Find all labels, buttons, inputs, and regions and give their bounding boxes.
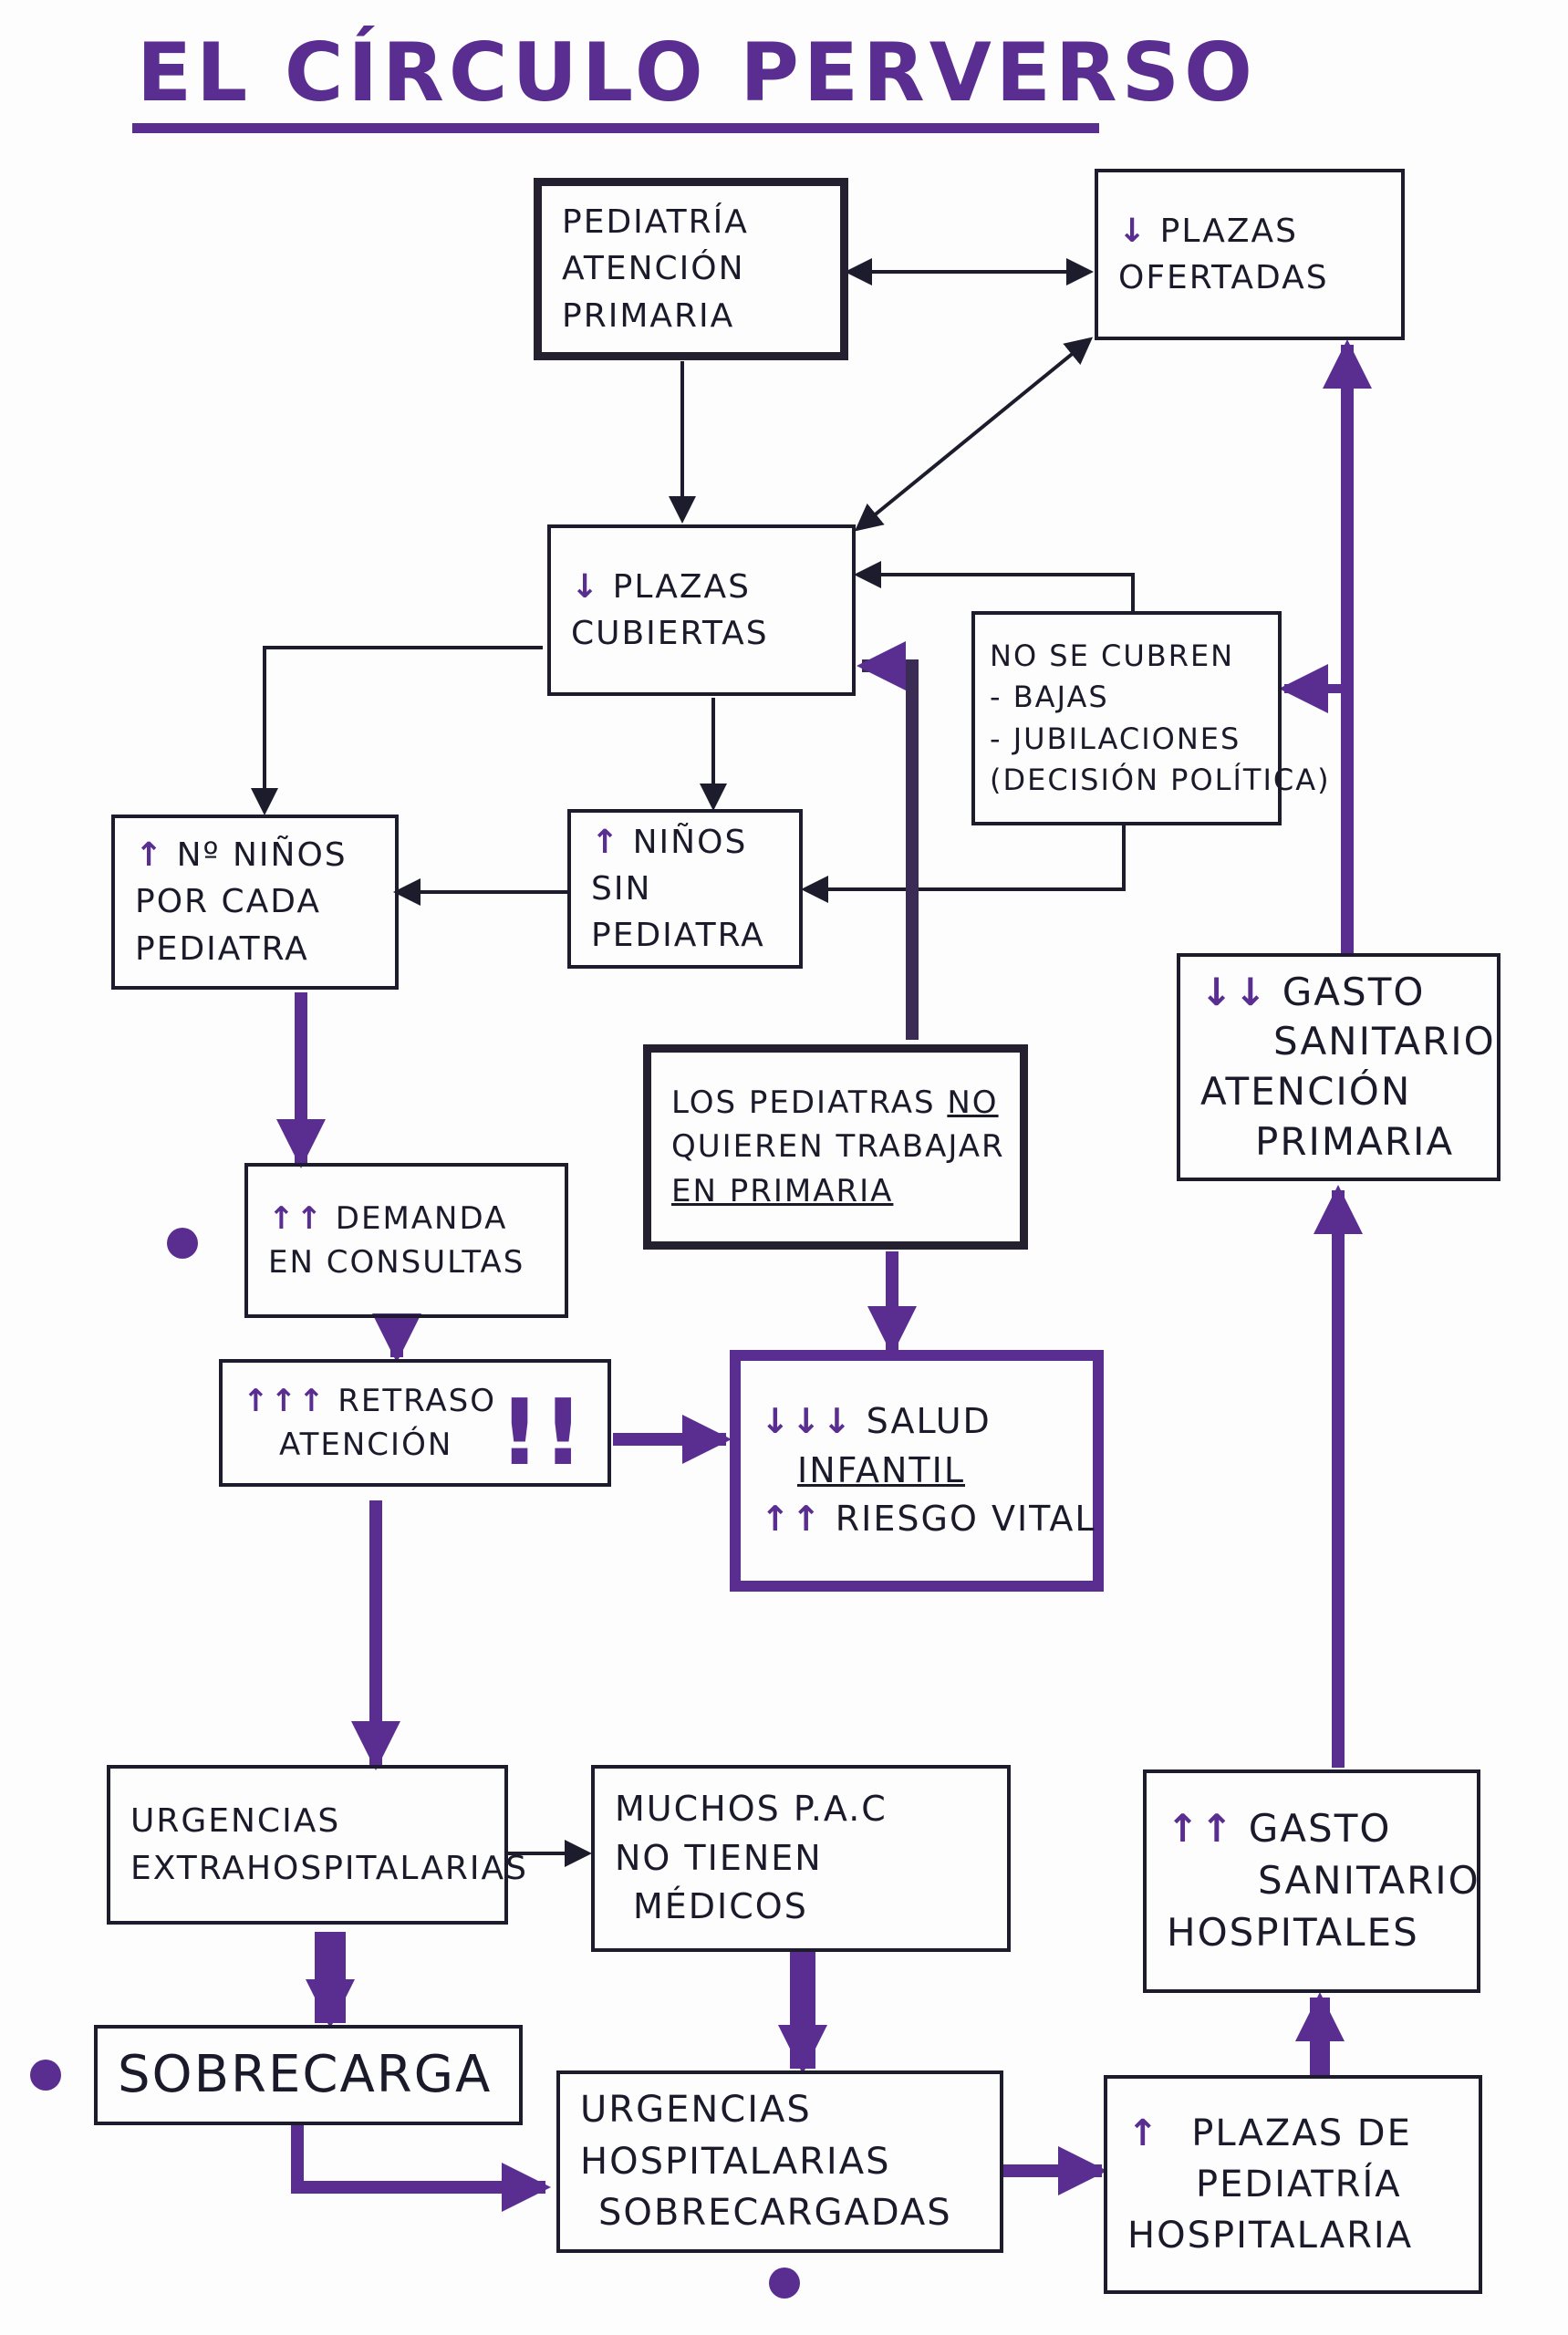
title-underline	[132, 123, 1099, 133]
node-urgencias-hospitalarias-sobrecargadas: URGENCIAS HOSPITALARIAS SOBRECARGADAS	[556, 2070, 1003, 2253]
arrow-sobrecarga-urghosp	[291, 2125, 551, 2212]
double-exclamation-icon: !!	[498, 1379, 586, 1486]
arrow-pediatrasno-cubiertas	[857, 641, 919, 1040]
node-salud-infantil-riesgo-vital: ↓↓↓ SALUD INFANTIL ↑↑ RIESGO VITAL	[730, 1350, 1104, 1592]
arrow-ofertadas-cubiertas	[854, 337, 1094, 532]
bullet-dot	[769, 2268, 800, 2299]
double-down-arrow-icon: ↓↓	[1200, 969, 1269, 1014]
arrow-nosecubren-cubiertas	[854, 561, 1135, 611]
down-arrow-icon: ↓	[571, 567, 601, 606]
bullet-dot	[30, 2060, 61, 2091]
arrow-nosecubren-ninossin	[801, 825, 1126, 903]
arrow-cubiertas-nninos	[251, 646, 543, 815]
up-arrow-icon: ↑	[135, 836, 165, 875]
double-up-arrow-icon: ↑↑	[268, 1199, 324, 1237]
node-plazas-ofertadas: ↓ PLAZAS OFERTADAS	[1095, 169, 1405, 340]
no-emphasis: NO	[947, 1084, 999, 1122]
node-retraso-atencion: ↑↑↑ RETRASO ATENCIÓN !!	[219, 1359, 611, 1487]
up-arrow-icon: ↑	[591, 823, 621, 861]
double-up-arrow-icon: ↑↑	[761, 1499, 823, 1540]
node-sobrecarga: SOBRECARGA	[94, 2025, 523, 2125]
double-up-arrow-icon: ↑↑	[1167, 1806, 1235, 1852]
node-urgencias-extrahospitalarias: URGENCIAS EXTRAHOSPITALARIAS	[107, 1765, 526, 1925]
node-gasto-sanitario-primaria: ↓↓ GASTO SANITARIO ATENCIÓN PRIMARIA	[1177, 953, 1501, 1181]
node-n-ninos-por-pediatra: ↑ Nº NIÑOS POR CADA PEDIATRA	[111, 815, 399, 990]
node-ninos-sin-pediatra: ↑ NIÑOS SIN PEDIATRA	[567, 809, 803, 969]
node-plazas-cubiertas: ↓ PLAZAS CUBIERTAS	[547, 524, 856, 696]
node-pediatria-atencion-primaria: PEDIATRÍA ATENCIÓN PRIMARIA	[534, 178, 848, 360]
node-pediatras-no-quieren: LOS PEDIATRAS NO QUIEREN TRABAJAR EN PRI…	[643, 1044, 1028, 1250]
node-no-se-cubren: NO SE CUBREN - BAJAS - JUBILACIONES (DEC…	[971, 611, 1329, 825]
diagram-title: EL CÍRCULO PERVERSO	[137, 26, 1257, 119]
down-arrow-icon: ↓	[1118, 212, 1148, 250]
bullet-dot	[167, 1228, 198, 1259]
triple-up-arrow-icon: ↑↑↑	[243, 1382, 327, 1419]
node-pac-sin-medicos: MUCHOS P.A.C NO TIENEN MÉDICOS	[591, 1765, 1011, 1952]
up-arrow-icon: ↑	[1127, 2112, 1160, 2154]
triple-down-arrow-icon: ↓↓↓	[761, 1400, 854, 1441]
node-gasto-sanitario-hospitales: ↑↑ GASTO SANITARIO HOSPITALES	[1143, 1769, 1480, 1993]
node-plazas-pediatria-hospitalaria: ↑ PLAZAS DE PEDIATRÍA HOSPITALARIA	[1104, 2075, 1482, 2294]
node-demanda-consultas: ↑↑ DEMANDA EN CONSULTAS	[244, 1163, 568, 1318]
